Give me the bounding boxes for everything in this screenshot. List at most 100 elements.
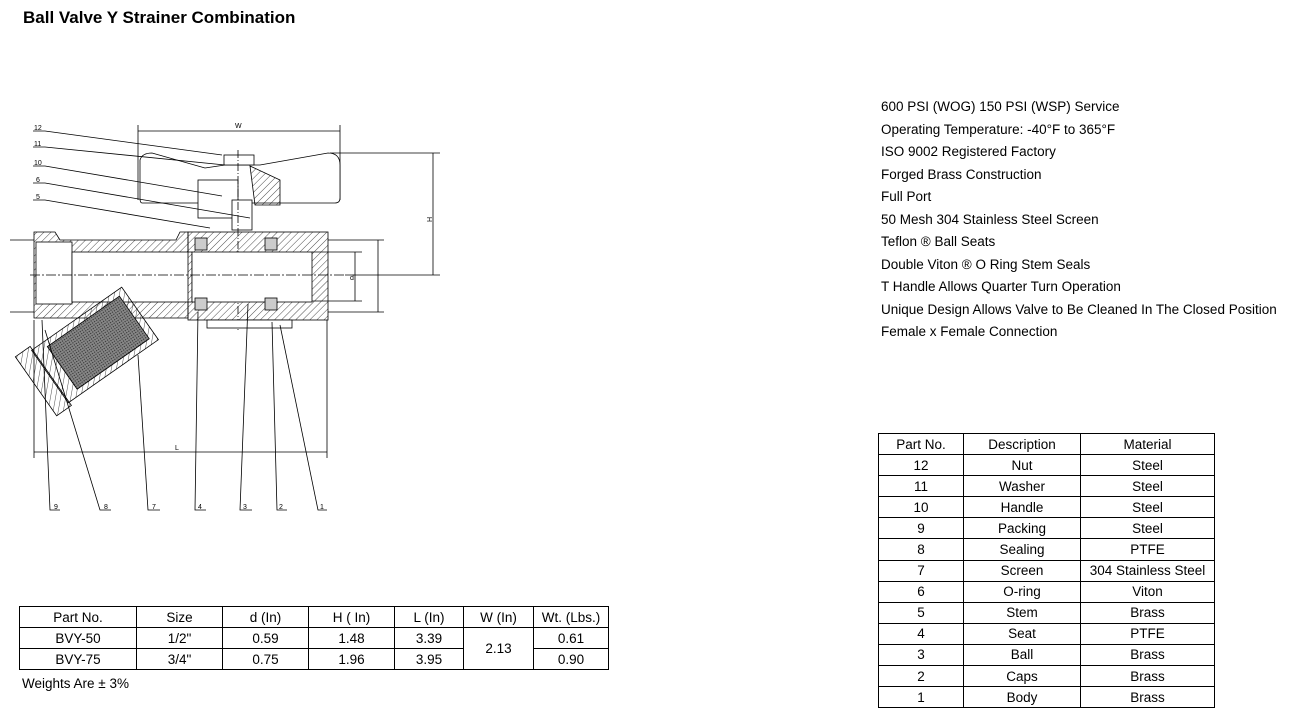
table-header-row: Part No. Size d (In) H ( In) L (In) W (I… <box>19 606 609 628</box>
cell: 3/4" <box>136 648 223 670</box>
cell: Brass <box>1080 686 1215 709</box>
callout-2: 2 <box>279 504 283 511</box>
cell: 8 <box>878 538 964 561</box>
feature-item: Double Viton ® O Ring Stem Seals <box>881 256 1091 272</box>
dimension-spec-table: Part No. Size d (In) H ( In) L (In) W (I… <box>19 606 609 670</box>
cell: BVY-75 <box>19 648 137 670</box>
callout-9: 9 <box>54 504 58 511</box>
cell: 1 <box>878 686 964 709</box>
cell: 1.96 <box>308 648 395 670</box>
feature-item: ISO 9002 Registered Factory <box>881 144 1056 159</box>
table-row: BVY-50 1/2" 0.59 1.48 3.39 2.13 0.61 <box>19 627 609 670</box>
dim-label-d: d <box>350 275 354 282</box>
cell: 0.75 <box>222 648 309 670</box>
cell: Caps <box>963 665 1081 688</box>
cell: 10 <box>878 496 964 519</box>
cell: 4 <box>878 622 964 645</box>
cell: Screen <box>963 559 1081 582</box>
header-cell: Part No. <box>878 432 964 456</box>
cell: PTFE <box>1080 622 1215 645</box>
dim-label-l: L <box>175 445 179 452</box>
header-cell: Description <box>963 432 1081 456</box>
header-cell: Part No. <box>19 606 137 628</box>
cell: Sealing <box>963 538 1081 561</box>
cell: 2 <box>878 665 964 688</box>
dim-label-w: W <box>235 123 242 130</box>
page-title: Ball Valve Y Strainer Combination <box>23 8 296 27</box>
cell: Handle <box>963 496 1081 519</box>
cell: Packing <box>963 517 1081 540</box>
feature-item: Full Port <box>881 189 932 204</box>
feature-item: 600 PSI (WOG) 150 PSI (WSP) Service <box>881 99 1120 114</box>
cell: 9 <box>878 517 964 540</box>
dim-label-h: H <box>427 217 434 222</box>
cell: 1.48 <box>308 627 395 649</box>
cell: 11 <box>878 475 964 498</box>
cell: 1/2" <box>136 627 223 649</box>
callout-11: 11 <box>34 141 41 148</box>
weights-note: Weights Are ± 3% <box>22 676 129 691</box>
cell: BVY-50 <box>19 627 137 649</box>
header-cell: d (In) <box>222 606 309 628</box>
header-cell: Size <box>136 606 223 628</box>
cell: Seat <box>963 622 1081 645</box>
cell: 6 <box>878 580 964 603</box>
header-cell: Material <box>1080 432 1215 456</box>
header-cell: Wt. (Lbs.) <box>533 606 609 628</box>
cell: Steel <box>1080 475 1215 498</box>
cell: Viton <box>1080 580 1215 603</box>
cell: Body <box>963 686 1081 709</box>
callout-5: 5 <box>36 194 40 201</box>
cell: 3.95 <box>394 648 464 670</box>
table-row: BVY-75 3/4" 0.75 1.96 3.95 0.90 <box>19 648 609 670</box>
cell: Steel <box>1080 454 1215 477</box>
cell-w-merged: 2.13 <box>463 627 534 670</box>
cell: Steel <box>1080 496 1215 519</box>
feature-item: Operating Temperature: -40°F to 365°F <box>881 121 1116 137</box>
cell: 0.90 <box>533 648 609 670</box>
cell: Steel <box>1080 517 1215 540</box>
valve-cross-section-drawing: W H d L 12 11 10 6 5 9 8 7 4 3 2 1 <box>10 123 440 511</box>
cell: 12 <box>878 454 964 477</box>
cell: 3.39 <box>394 627 464 649</box>
callout-7: 7 <box>152 504 156 511</box>
header-cell: H ( In) <box>308 606 395 628</box>
cell: 3 <box>878 643 964 667</box>
feature-item: T Handle Allows Quarter Turn Operation <box>881 279 1121 294</box>
callout-12: 12 <box>34 125 42 132</box>
callout-4: 4 <box>198 504 202 511</box>
feature-item: Forged Brass Construction <box>881 166 1042 182</box>
cell: Washer <box>963 475 1081 498</box>
callout-1: 1 <box>320 504 324 511</box>
cell: Brass <box>1080 601 1215 624</box>
cell: O-ring <box>963 580 1081 603</box>
table-header-row: Part No. Description Material <box>878 432 1215 456</box>
cell: Brass <box>1080 665 1215 688</box>
cell: 0.59 <box>222 627 309 649</box>
cell: 304 Stainless Steel <box>1080 559 1215 582</box>
cell: 7 <box>878 559 964 582</box>
header-cell: L (In) <box>394 606 464 628</box>
cell: 0.61 <box>533 627 609 649</box>
cell: PTFE <box>1080 538 1215 561</box>
feature-list: 600 PSI (WOG) 150 PSI (WSP) Service Oper… <box>881 98 1277 346</box>
cell: 5 <box>878 601 964 624</box>
header-cell: W (In) <box>463 606 534 628</box>
callout-6: 6 <box>36 177 40 184</box>
cell: Brass <box>1080 643 1215 667</box>
cell: Ball <box>963 643 1081 667</box>
cell: Nut <box>963 454 1081 477</box>
callout-10: 10 <box>34 160 42 167</box>
feature-item: Female x Female Connection <box>881 324 1058 339</box>
